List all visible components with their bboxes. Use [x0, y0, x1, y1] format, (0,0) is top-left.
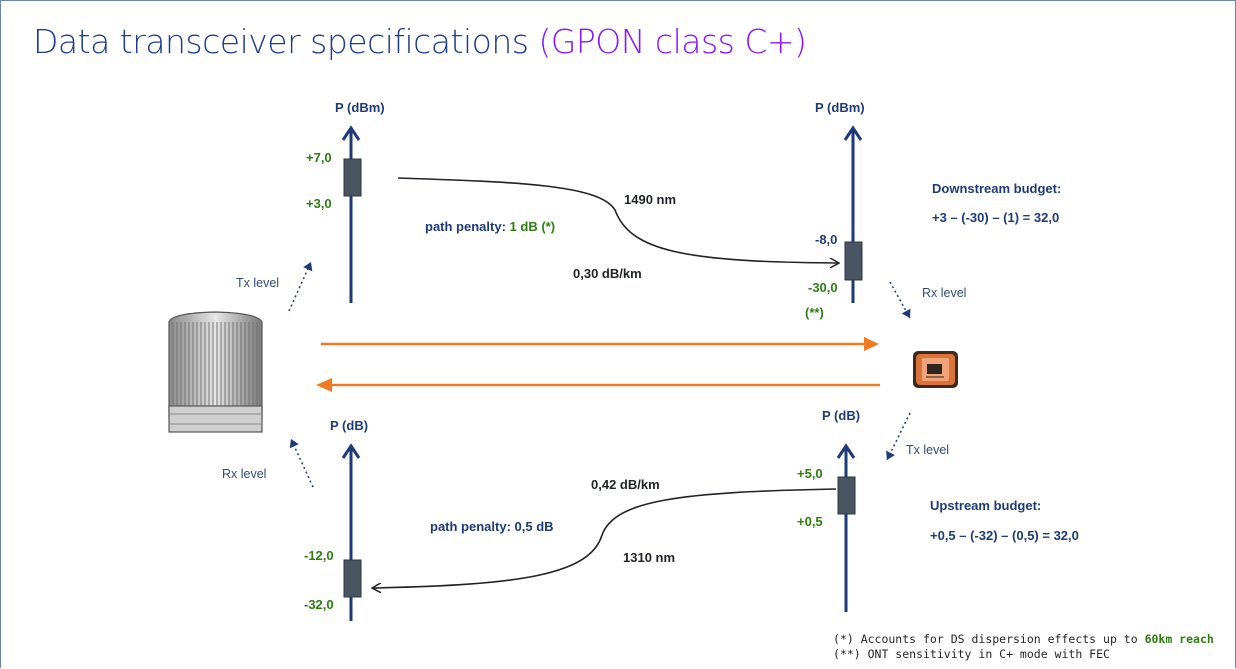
ont-device-icon: [913, 351, 958, 388]
ds-path-penalty: path penalty: 1 dB (*): [425, 219, 555, 234]
rx-level-indicator-olt: [289, 438, 314, 488]
us-budget-title: Upstream budget:: [930, 498, 1042, 513]
us-wavelength: 1310 nm: [623, 550, 676, 565]
ds-budget-formula: +3 – (-30) – (1) = 32,0: [932, 210, 1060, 225]
us-olt-axis-label: P (dB): [330, 418, 369, 433]
ds-path-penalty-label: path penalty:: [425, 219, 506, 234]
ont-rx-range-bar: [844, 241, 863, 281]
rx-level-indicator-ont: [889, 281, 911, 319]
ds-wavelength: 1490 nm: [624, 192, 677, 207]
us-path-penalty: path penalty: 0,5 dB: [430, 519, 554, 534]
us-tx-level-label: Tx level: [906, 443, 950, 457]
us-budget-formula: +0,5 – (-32) – (0,5) = 32,0: [930, 528, 1079, 543]
ds-budget-title: Downstream budget:: [932, 181, 1062, 196]
downstream-signal-curve: [397, 177, 838, 263]
footnotes: (*) Accounts for DS dispersion effects u…: [833, 632, 1214, 662]
page-title: Data transceiver specifications (GPON cl…: [33, 22, 807, 61]
footnote-1-text: (*) Accounts for DS dispersion effects u…: [833, 632, 1145, 646]
ds-ont-rx-min-note: (**): [805, 305, 824, 320]
axis-upstream-olt: [341, 443, 362, 621]
axis-upstream-ont: [836, 443, 856, 612]
tx-level-indicator-ont: [886, 412, 911, 461]
ds-olt-tx-min: +3,0: [306, 196, 332, 211]
olt-rx-range-bar: [343, 559, 362, 598]
olt-chassis-icon: [168, 311, 263, 433]
footnote-1: (*) Accounts for DS dispersion effects u…: [833, 632, 1214, 647]
us-olt-rx-min: -32,0: [304, 597, 334, 612]
ds-attenuation: 0,30 dB/km: [573, 266, 642, 281]
ds-tx-level-label: Tx level: [236, 276, 280, 290]
upstream-fiber-arrow: [316, 378, 880, 392]
axis-downstream-olt: [341, 125, 362, 303]
tx-level-indicator-olt: [288, 261, 313, 312]
ds-rx-level-label: Rx level: [922, 286, 967, 300]
ds-olt-tx-max: +7,0: [306, 150, 332, 165]
ds-ont-axis-label: P (dBm): [815, 100, 865, 115]
olt-tx-range-bar: [343, 158, 362, 197]
us-olt-rx-max: -12,0: [304, 548, 334, 563]
ds-ont-rx-min: -30,0: [808, 280, 838, 295]
ds-olt-axis-label: P (dBm): [335, 100, 385, 115]
ds-ont-rx-max: -8,0: [815, 232, 838, 247]
ont-tx-range-bar: [837, 476, 856, 515]
us-rx-level-label: Rx level: [222, 467, 267, 481]
us-attenuation: 0,42 dB/km: [591, 477, 660, 492]
title-main: Data transceiver specifications: [33, 22, 539, 61]
footnote-2: (**) ONT sensitivity in C+ mode with FEC: [833, 647, 1110, 661]
axis-downstream-ont: [843, 125, 863, 303]
us-ont-tx-max: +5,0: [797, 466, 823, 481]
upstream-signal-curve: [373, 488, 837, 588]
downstream-fiber-arrow: [321, 337, 879, 351]
footnote-1-highlight: 60km reach: [1144, 632, 1214, 646]
ds-path-penalty-value: 1 dB (*): [509, 219, 556, 234]
us-ont-tx-min: +0,5: [797, 514, 823, 529]
title-highlight: (GPON class C+): [538, 22, 807, 61]
us-ont-axis-label: P (dB): [822, 408, 861, 423]
